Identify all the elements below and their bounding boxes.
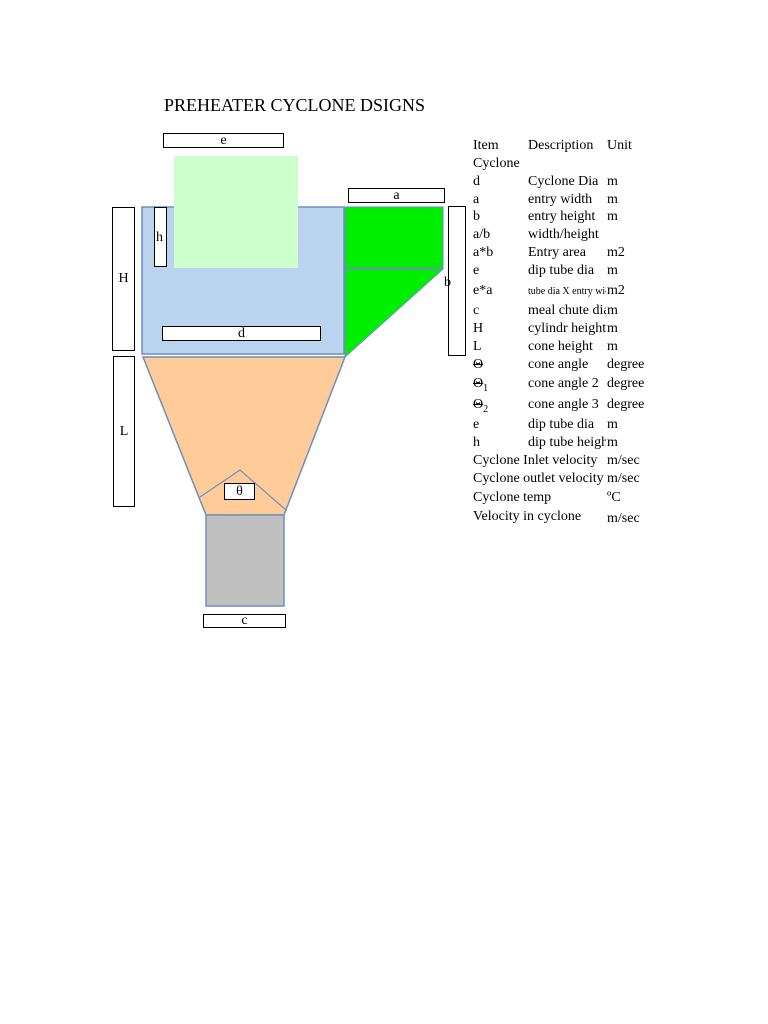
row-item: a bbox=[473, 192, 480, 207]
row-description: dip tube dia bbox=[528, 263, 595, 278]
dim-label-L: L bbox=[113, 356, 135, 507]
row-item: e*a bbox=[473, 283, 493, 298]
row-unit: m/sec bbox=[607, 453, 640, 468]
row-label: Cyclone outlet velocity bbox=[473, 471, 604, 486]
row-item-symbol: Θ bbox=[473, 397, 484, 412]
cone-angle-lines bbox=[199, 469, 287, 511]
row-item: a*b bbox=[473, 245, 494, 260]
row-label: Cyclone temp bbox=[473, 490, 552, 505]
row-item: e bbox=[473, 263, 480, 278]
row-unit: degree bbox=[607, 376, 645, 391]
row-item: L bbox=[473, 339, 482, 354]
dim-label-b-box bbox=[448, 206, 466, 356]
row-description: cylindr height bbox=[528, 321, 606, 336]
row-unit: ºC bbox=[607, 490, 621, 505]
dip-tube bbox=[174, 156, 298, 268]
dim-text-b: b bbox=[444, 275, 451, 290]
row-description: dip tube dia bbox=[528, 417, 595, 432]
row-description: Cyclone Dia bbox=[528, 174, 599, 189]
row-unit: m bbox=[607, 435, 618, 450]
row-item-subscript: 2 bbox=[483, 403, 489, 415]
row-description: width/height bbox=[528, 227, 599, 242]
row-item-subscript: 1 bbox=[483, 382, 489, 394]
row-description: Entry area bbox=[528, 245, 586, 260]
row-item: H bbox=[473, 321, 484, 336]
row-label: Cyclone Inlet velocity bbox=[473, 453, 598, 468]
row-description: cone angle 2 bbox=[528, 376, 599, 391]
row-item: d bbox=[473, 174, 480, 189]
row-unit: m bbox=[607, 321, 618, 336]
inlet-duct bbox=[344, 206, 444, 269]
inlet-ramp bbox=[344, 268, 445, 359]
dim-text-h: h bbox=[156, 230, 163, 245]
meal-chute bbox=[205, 514, 285, 607]
row-unit: m bbox=[607, 209, 618, 224]
row-description: cone height bbox=[528, 339, 593, 354]
dim-label-h bbox=[154, 207, 167, 267]
header-description: Description bbox=[528, 138, 594, 153]
row-item: Θ1 bbox=[473, 376, 488, 394]
dim-label-c: c bbox=[203, 614, 286, 628]
row-item: Θ bbox=[473, 357, 484, 372]
row-unit: m bbox=[607, 339, 618, 354]
row-unit: m bbox=[607, 303, 618, 318]
page-title: PREHEATER CYCLONE DSIGNS bbox=[164, 95, 426, 115]
row-label: Velocity in cyclone bbox=[473, 509, 582, 524]
row-item: b bbox=[473, 209, 480, 224]
row-unit: m bbox=[607, 174, 618, 189]
section-label: Cyclone bbox=[473, 156, 520, 171]
row-item: e bbox=[473, 417, 480, 432]
row-description: dip tube height bbox=[528, 435, 606, 450]
dim-label-d: d bbox=[162, 326, 321, 341]
dim-label-a: a bbox=[348, 188, 445, 203]
row-item: Θ2 bbox=[473, 397, 488, 415]
row-description: entry width bbox=[528, 192, 593, 207]
row-description: meal chute dia bbox=[528, 303, 606, 318]
dim-label-theta: θ bbox=[224, 483, 255, 500]
row-item: a/b bbox=[473, 227, 491, 242]
header-item: Item bbox=[473, 138, 499, 153]
row-unit: m2 bbox=[607, 283, 625, 298]
row-unit: degree bbox=[607, 397, 645, 412]
row-description: entry height bbox=[528, 209, 596, 224]
row-item-symbol: Θ bbox=[473, 376, 484, 391]
row-description: tube dia X entry width bbox=[528, 286, 606, 297]
row-unit: m/sec bbox=[607, 471, 640, 486]
row-description: cone angle 3 bbox=[528, 397, 599, 412]
dim-label-H: H bbox=[112, 207, 135, 351]
row-item: c bbox=[473, 303, 480, 318]
dim-label-e: e bbox=[163, 133, 284, 148]
row-unit: m bbox=[607, 417, 618, 432]
row-item: h bbox=[473, 435, 480, 450]
row-unit: degree bbox=[607, 357, 645, 372]
row-unit: m/sec bbox=[607, 511, 640, 526]
row-unit: m bbox=[607, 192, 618, 207]
header-unit: Unit bbox=[607, 138, 632, 153]
row-description: cone angle bbox=[528, 357, 589, 372]
row-unit: m bbox=[607, 263, 618, 278]
row-unit: m2 bbox=[607, 245, 625, 260]
